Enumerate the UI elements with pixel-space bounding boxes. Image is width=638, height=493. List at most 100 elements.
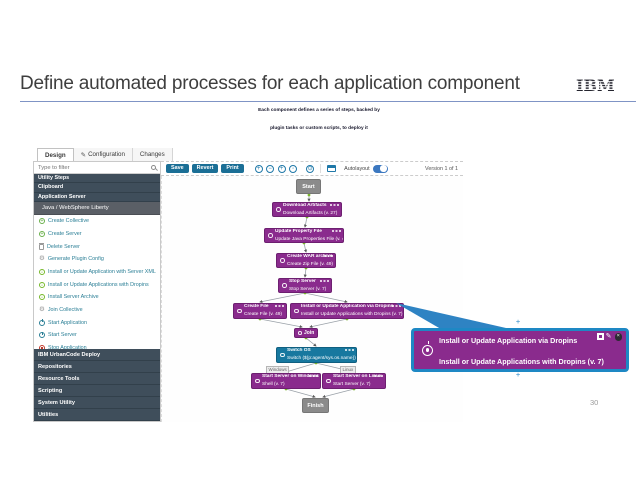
power-icon <box>39 331 45 339</box>
palette-item-label: Install Server Archive <box>48 294 99 301</box>
step-icon <box>268 233 273 238</box>
flow-node-start-server-linux[interactable]: Start Server on Linux Start Server (v. 7… <box>322 373 386 389</box>
zoom-out-icon[interactable]: − <box>266 164 275 173</box>
dropins-step-callout[interactable]: Install or Update Application via Dropin… <box>411 328 629 372</box>
properties-panel-icon[interactable] <box>327 165 337 172</box>
join-icon <box>298 331 302 335</box>
node-subtitle: Shell (v. 7) <box>262 382 285 387</box>
install-icon: ↓ <box>39 294 45 301</box>
palette-item-label: Start Application <box>48 319 87 326</box>
palette-item-install-update-app-server-xml[interactable]: ↓ Install or Update Application with Ser… <box>34 266 160 279</box>
selection-handle-top[interactable]: + <box>516 319 521 326</box>
pencil-icon: ✎ <box>80 151 87 159</box>
install-icon: ↓ <box>39 281 45 288</box>
sidebar-bottom-sections: IBM UrbanCode Deploy Repositories Resour… <box>34 349 160 421</box>
palette-item-label: Create Server <box>48 230 82 237</box>
flow-node-download-artifacts[interactable]: Download Artifacts Download Artifacts (v… <box>272 202 342 217</box>
node-subtitle: Stop Server (v. 7) <box>289 286 327 292</box>
flow-node-create-file[interactable]: Create File Create File (v. 49) <box>233 303 287 319</box>
zoom-controls: + − + ◦ <box>254 164 298 173</box>
sidebar-section-resource-tools[interactable]: Resource Tools <box>34 373 160 385</box>
palette-item-install-update-apps-dropins[interactable]: ↓ Install or Update Applications with Dr… <box>34 278 160 291</box>
close-icon[interactable]: × <box>614 333 622 341</box>
zoom-fit-icon[interactable]: + <box>277 164 286 173</box>
sidebar-subsection-java-websphere-liberty[interactable]: Java / WebSphere Liberty <box>34 201 160 215</box>
zoom-in-icon[interactable]: + <box>254 164 263 173</box>
revert-button[interactable]: Revert <box>191 163 219 174</box>
node-corner-icons[interactable] <box>316 375 318 377</box>
center-target-icon[interactable]: ⊙ <box>306 164 315 173</box>
palette-item-label: Stop Application <box>48 345 87 351</box>
flow-node-start-server-windows[interactable]: Start Server on Windows Shell (v. 7) <box>251 373 321 389</box>
node-title: Start Server on Linux <box>333 374 382 380</box>
step-icon <box>237 308 242 314</box>
flow-node-switch-os[interactable]: Switch OS Switch (${p:agent/sys.os.name}… <box>276 347 357 363</box>
node-corner-icons[interactable] <box>337 204 339 206</box>
selection-handle-bottom[interactable]: + <box>516 372 521 379</box>
flow-node-join[interactable]: Join <box>294 328 318 338</box>
flow-node-stop-server[interactable]: Stop Server Stop Server (v. 7) <box>278 278 332 293</box>
process-canvas[interactable]: Start Download Artifacts Download Artifa… <box>161 176 463 422</box>
editor-tabs: Design ✎ Configuration Changes <box>37 148 173 161</box>
sidebar-section-ibm-urbancode-deploy[interactable]: IBM UrbanCode Deploy <box>34 349 160 361</box>
node-corner-icons[interactable] <box>399 305 401 307</box>
tab-configuration[interactable]: ✎ Configuration <box>73 148 133 161</box>
step-palette-sidebar: Utility Steps Clipboard Application Serv… <box>33 161 161 422</box>
version-indicator: Version 1 of 1 <box>425 165 458 172</box>
palette-item-start-server[interactable]: Start Server <box>34 329 160 342</box>
node-corner-icons[interactable] <box>381 375 383 377</box>
tab-changes[interactable]: Changes <box>132 148 173 161</box>
sidebar-section-clipboard[interactable]: Clipboard <box>34 183 160 193</box>
step-icon <box>255 378 260 384</box>
save-button[interactable]: Save <box>166 163 189 174</box>
plus-circle-icon: + <box>39 218 45 225</box>
palette-item-label: Create Collective <box>48 218 90 225</box>
node-subtitle: Install or Update Applications with Drop… <box>301 312 403 317</box>
search-input[interactable] <box>38 164 151 171</box>
flow-node-update-property-file[interactable]: Update Property File Update Java Propert… <box>264 228 344 243</box>
node-corner-icons[interactable] <box>327 280 329 282</box>
step-icon <box>294 308 299 314</box>
palette-item-create-collective[interactable]: + Create Collective <box>34 215 160 228</box>
palette-item-join-collective[interactable]: ⚙ Join Collective <box>34 304 160 317</box>
ibm-logo: IBM <box>576 76 626 100</box>
palette-item-generate-plugin-config[interactable]: ⚙ Generate Plugin Config <box>34 253 160 266</box>
sidebar-section-repositories[interactable]: Repositories <box>34 361 160 373</box>
flow-node-create-war-archive[interactable]: Create WAR archive Create Zip File (v. 4… <box>276 253 336 268</box>
sidebar-section-scripting[interactable]: Scripting <box>34 385 160 397</box>
autolayout-label: Autolayout <box>344 165 370 172</box>
callout-title: Install or Update Application via Dropin… <box>439 336 578 346</box>
node-subtitle: Start Server (v. 7) <box>333 382 371 387</box>
flow-node-install-update-dropins[interactable]: Install or Update Application via Dropin… <box>290 303 404 319</box>
sidebar-section-system-utility[interactable]: System Utility <box>34 397 160 409</box>
node-label: Join <box>304 330 315 336</box>
autolayout-toggle[interactable] <box>372 164 388 173</box>
print-button[interactable]: Print <box>221 163 244 174</box>
sidebar-section-utilities[interactable]: Utilities <box>34 409 160 421</box>
palette-item-label: Start Server <box>48 332 77 339</box>
node-corner-icons[interactable] <box>339 230 341 232</box>
power-icon <box>39 319 45 326</box>
node-corner-icons[interactable] <box>352 349 354 351</box>
search-icon <box>151 165 156 170</box>
tab-design-label: Design <box>45 151 66 159</box>
step-icon <box>326 378 331 384</box>
node-corner-icons[interactable] <box>331 255 333 257</box>
node-corner-icons[interactable] <box>282 305 284 307</box>
palette-item-start-application[interactable]: Start Application <box>34 316 160 329</box>
toolbar-divider <box>320 164 322 173</box>
tab-design[interactable]: Design <box>37 148 74 161</box>
zoom-reset-icon[interactable]: ◦ <box>289 164 298 173</box>
edit-icon[interactable]: ✎ <box>605 333 612 341</box>
tab-configuration-label: Configuration <box>88 151 125 158</box>
palette-item-delete-server[interactable]: Delete Server <box>34 240 160 253</box>
gear-icon: ⚙ <box>39 255 45 263</box>
flow-node-finish[interactable]: Finish <box>302 398 329 413</box>
sidebar-section-utility-steps[interactable]: Utility Steps <box>34 174 160 184</box>
copy-icon[interactable] <box>596 333 604 341</box>
palette-item-create-server[interactable]: + Create Server <box>34 228 160 241</box>
flow-node-start[interactable]: Start <box>296 179 321 194</box>
sidebar-section-application-server[interactable]: Application Server <box>34 192 160 202</box>
palette-item-install-server-archive[interactable]: ↓ Install Server Archive <box>34 291 160 304</box>
palette-item-label: Delete Server <box>47 243 80 250</box>
